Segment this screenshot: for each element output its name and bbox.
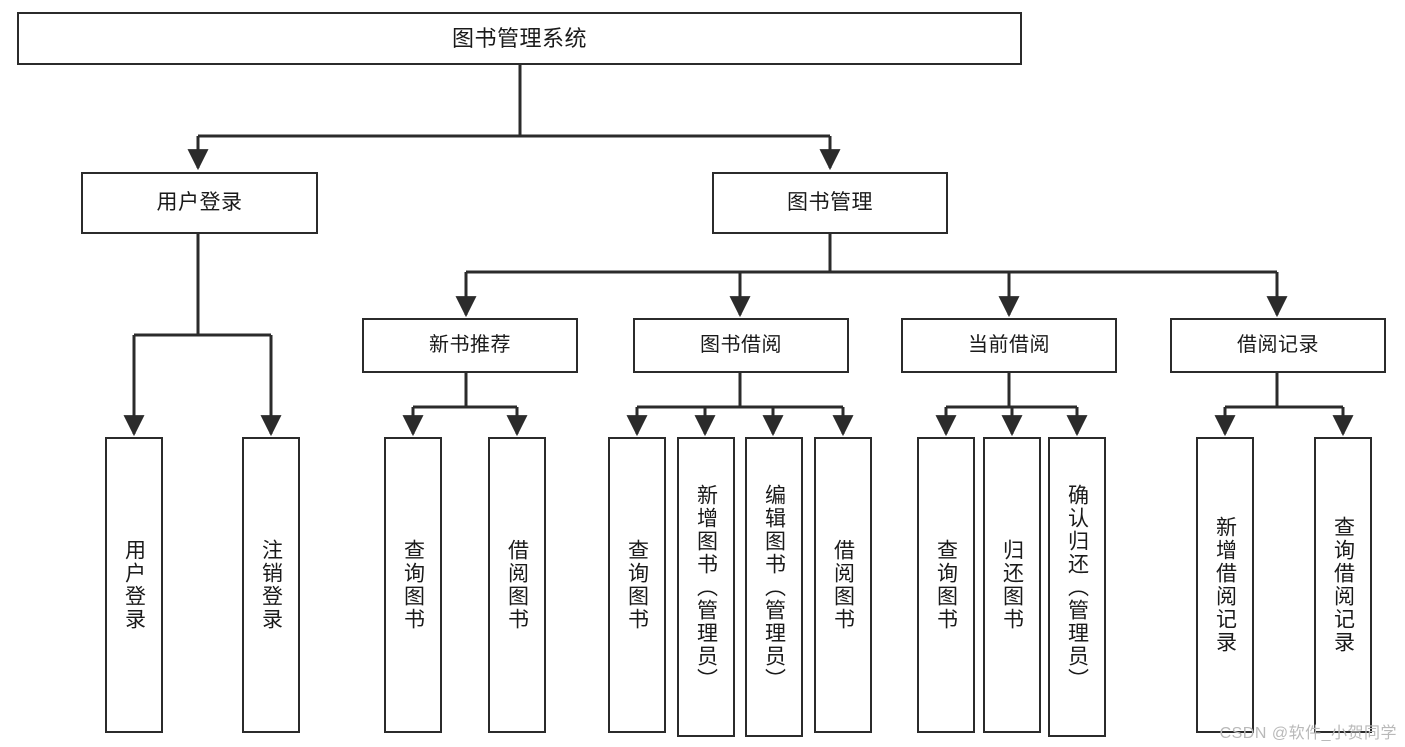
node-current-borrow[interactable]: 当前借阅: [901, 318, 1117, 373]
leaf-user-login-login[interactable]: 用户登录: [105, 437, 163, 733]
node-label: 图书管理系统: [451, 25, 587, 51]
node-label: 查询图书: [934, 539, 958, 631]
node-label: 查询图书: [625, 539, 649, 631]
node-label: 借阅图书: [505, 539, 529, 631]
leaf-borrow-add-book-admin[interactable]: 新增图书（管理员）: [677, 437, 735, 737]
watermark-text: CSDN @软件_小贺同学: [1219, 725, 1397, 742]
node-label: 图书管理: [787, 190, 873, 214]
leaf-current-return-book[interactable]: 归还图书: [983, 437, 1041, 733]
node-label: 注销登录: [259, 539, 283, 631]
node-borrow-record[interactable]: 借阅记录: [1170, 318, 1386, 373]
node-label: 借阅图书: [831, 539, 855, 631]
node-label: 归还图书: [1000, 539, 1024, 631]
leaf-current-query-book[interactable]: 查询图书: [917, 437, 975, 733]
leaf-recommend-borrow-book[interactable]: 借阅图书: [488, 437, 546, 733]
leaf-user-login-logout[interactable]: 注销登录: [242, 437, 300, 733]
leaf-current-confirm-return-admin[interactable]: 确认归还（管理员）: [1048, 437, 1106, 737]
node-book-borrow[interactable]: 图书借阅: [633, 318, 849, 373]
leaf-record-add-record[interactable]: 新增借阅记录: [1196, 437, 1254, 733]
node-label: 新增图书（管理员）: [694, 483, 718, 691]
node-label: 用户登录: [122, 539, 146, 631]
node-label: 新增借阅记录: [1213, 516, 1237, 654]
node-label: 当前借阅: [968, 333, 1050, 356]
node-label: 新书推荐: [429, 333, 511, 356]
node-label: 确认归还（管理员）: [1065, 483, 1089, 691]
node-new-book-recommend[interactable]: 新书推荐: [362, 318, 578, 373]
leaf-borrow-edit-book-admin[interactable]: 编辑图书（管理员）: [745, 437, 803, 737]
node-label: 图书借阅: [700, 333, 782, 356]
node-book-management[interactable]: 图书管理: [712, 172, 948, 234]
node-root-system[interactable]: 图书管理系统: [17, 12, 1022, 65]
node-label: 编辑图书（管理员）: [762, 483, 786, 691]
leaf-record-query-record[interactable]: 查询借阅记录: [1314, 437, 1372, 733]
node-label: 借阅记录: [1237, 333, 1319, 356]
leaf-recommend-query-book[interactable]: 查询图书: [384, 437, 442, 733]
leaf-borrow-borrow-book[interactable]: 借阅图书: [814, 437, 872, 733]
node-label: 查询图书: [401, 539, 425, 631]
leaf-borrow-query-book[interactable]: 查询图书: [608, 437, 666, 733]
node-user-login[interactable]: 用户登录: [81, 172, 318, 234]
node-label: 用户登录: [156, 190, 243, 214]
node-label: 查询借阅记录: [1331, 516, 1355, 654]
